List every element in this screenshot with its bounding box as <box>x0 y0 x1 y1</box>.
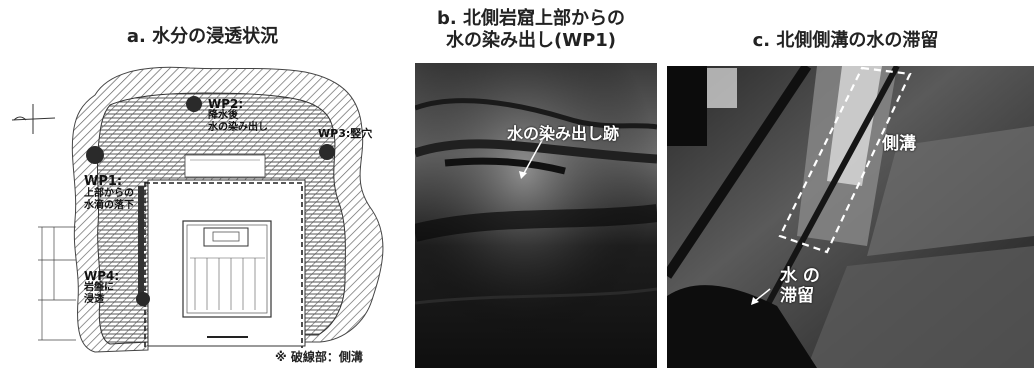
seepage-annotation: 水の染み出し跡 <box>507 124 620 143</box>
panel-c: c. 北側側溝の水の滞留 <box>657 0 1034 368</box>
dimension-lines <box>38 226 76 341</box>
water-stagnation-label: 水 の 滞留 <box>780 266 820 306</box>
trench-note: ※ 破線部：側溝 <box>275 350 363 364</box>
wp3-marker <box>319 144 335 160</box>
wp1-label: WP1: 上部からの 水滴の落下 <box>84 174 134 211</box>
wp1-marker <box>86 146 104 164</box>
photo-north-cave: 水の染み出し跡 <box>415 63 657 368</box>
panel-b-title: b. 北側岩窟上部からの 水の染み出し(WP1) <box>437 8 625 51</box>
trench-dashed-top <box>145 182 303 348</box>
wp4-marker <box>136 292 150 306</box>
altar <box>182 220 272 318</box>
wp4-label: WP4: 岩盤に 浸透 <box>84 269 120 305</box>
wp2-marker <box>186 96 202 112</box>
plan-diagram <box>11 66 384 353</box>
photo-north-gutter: 側溝 水 の 滞留 <box>667 66 1034 368</box>
north-mark <box>11 104 56 134</box>
panel-a: a. 水分の浸透状況 <box>0 0 405 368</box>
panel-c-title: c. 北側側溝の水の滞留 <box>752 30 939 51</box>
panel-a-title: a. 水分の浸透状況 <box>126 26 279 47</box>
dark-gutter <box>138 186 144 304</box>
gutter-label: 側溝 <box>882 134 916 154</box>
upper-step <box>184 154 266 178</box>
wp2-label: WP2: 降水後 水の染み出し <box>208 97 268 133</box>
panel-b: b. 北側岩窟上部からの 水の染み出し(WP1) <box>405 0 657 368</box>
cave-floor <box>96 92 346 345</box>
wp3-label: WP3:竪穴 <box>318 127 373 140</box>
